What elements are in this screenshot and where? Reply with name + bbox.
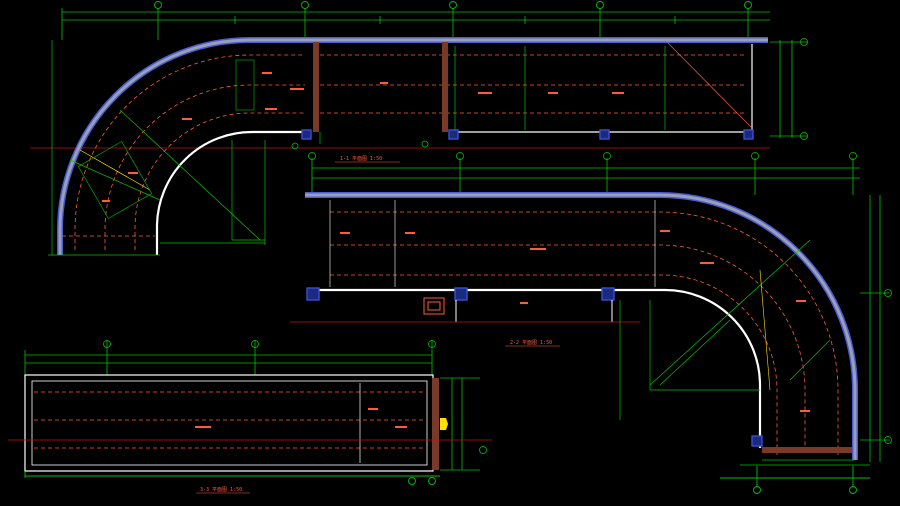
outer-wall-curved-top	[57, 37, 768, 255]
columns-top	[301, 129, 754, 140]
section-marker-icon-top	[291, 140, 429, 150]
annotations-top	[102, 72, 624, 202]
beam-horizontal-middle	[762, 447, 852, 453]
plan-view-bottom: 3-3 平面图 1:50	[8, 340, 492, 494]
middle-right-dimension	[860, 195, 892, 462]
column-square-icon	[301, 129, 312, 140]
middle-top-dimension	[308, 152, 860, 195]
dashed-finish-lines-middle	[330, 211, 839, 455]
grid-bubbles-middle-bottom	[720, 466, 870, 494]
construction-lines-top	[69, 46, 666, 245]
annotations-middle	[340, 230, 810, 412]
plan-view-middle: 1-1 平面图 1:50	[290, 152, 892, 494]
left-dimension-top	[48, 40, 160, 256]
beam-vertical-2	[442, 42, 448, 132]
room-outline-bottom	[24, 374, 434, 472]
inner-wall-curved-middle	[312, 288, 762, 448]
outer-wall-fill-middle	[305, 193, 857, 460]
view-title-middle: 2-2 平面图 1:50	[510, 340, 552, 346]
columns-middle	[306, 287, 763, 447]
partition-walls-middle	[423, 297, 613, 322]
dashed-finish-lines-top	[62, 54, 745, 250]
yellow-section-marker-icon	[440, 418, 448, 430]
bottom-right-dimension	[440, 377, 487, 471]
outer-wall-fill-top	[58, 38, 768, 255]
top-dimension-chain	[61, 8, 770, 40]
beam-vertical-1	[313, 42, 319, 132]
grid-bubbles-top	[154, 1, 752, 9]
inner-wall-curved-top	[155, 130, 305, 255]
view-title-middle-top: 1-1 平面图 1:50	[340, 156, 382, 162]
bottom-top-dimension	[24, 340, 436, 375]
internal-lines-middle	[329, 200, 656, 287]
right-dimension-chain-top	[770, 38, 808, 140]
view-title-bottom: 3-3 平面图 1:50	[200, 487, 242, 493]
annotations-bottom	[195, 408, 407, 428]
beam-vertical-bottom	[432, 378, 439, 470]
plan-view-top-left	[30, 1, 808, 256]
construction-lines-middle	[619, 239, 870, 466]
grid-bubbles-bottom	[24, 472, 440, 485]
